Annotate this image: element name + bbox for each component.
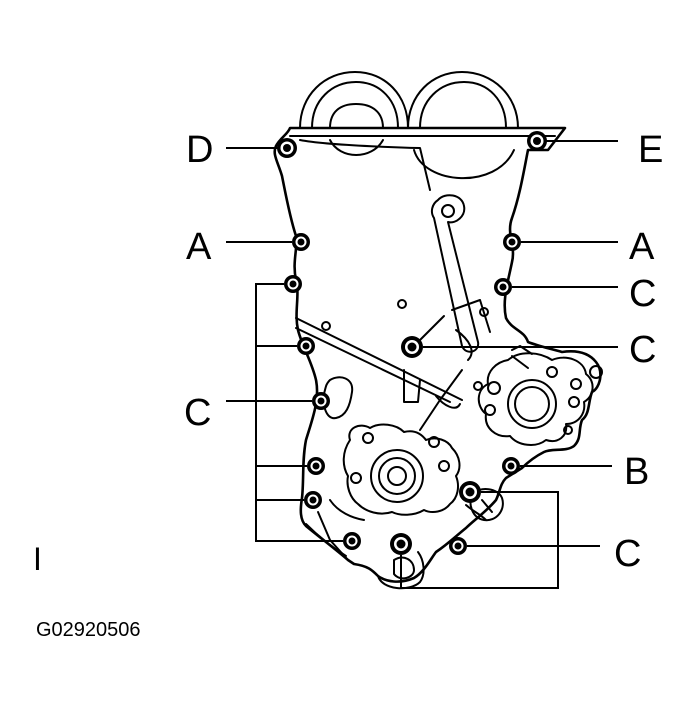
callout-b: B <box>624 451 649 493</box>
camshaft-pulleys <box>299 71 519 180</box>
callout-a-left: A <box>186 226 212 268</box>
figure-code: G02920506 <box>36 619 141 641</box>
water-pump <box>473 345 603 446</box>
view-marker: I <box>33 541 42 577</box>
bolt-c-bottom-right-2[interactable] <box>449 537 467 555</box>
bolt-c-left-3[interactable] <box>312 392 330 410</box>
bolt-c-right-upper[interactable] <box>494 278 512 296</box>
callout-d: D <box>186 129 213 171</box>
bolt-c-center[interactable] <box>401 336 423 358</box>
bolt-c-bottom-center[interactable] <box>390 533 412 555</box>
bolt-a-left[interactable] <box>292 233 310 251</box>
internal-features <box>295 194 491 431</box>
bolts <box>277 131 547 555</box>
bolt-c-left-5[interactable] <box>304 491 322 509</box>
callout-a-right: A <box>629 226 655 268</box>
bolt-c-bottom-right-1[interactable] <box>459 481 481 503</box>
callout-c-left: C <box>184 392 211 434</box>
timing-cover-body <box>273 126 602 583</box>
bolt-c-left-4[interactable] <box>307 457 325 475</box>
oil-pump-housing <box>317 423 487 561</box>
bolt-c-left-2[interactable] <box>297 337 315 355</box>
bolt-b[interactable] <box>502 457 520 475</box>
leader-lines <box>226 140 618 589</box>
bolt-d[interactable] <box>277 138 297 158</box>
callout-c-bottom-right: C <box>614 533 641 575</box>
callout-c-right-middle: C <box>629 329 656 371</box>
callout-c-right-upper: C <box>629 273 656 315</box>
bolt-e[interactable] <box>527 131 547 151</box>
bolt-c-bottom-left[interactable] <box>343 532 361 550</box>
callout-e: E <box>638 129 663 171</box>
bolt-a-right[interactable] <box>503 233 521 251</box>
callout-labels: D E A A C C C B C <box>184 129 663 575</box>
bolt-c-left-1[interactable] <box>284 275 302 293</box>
